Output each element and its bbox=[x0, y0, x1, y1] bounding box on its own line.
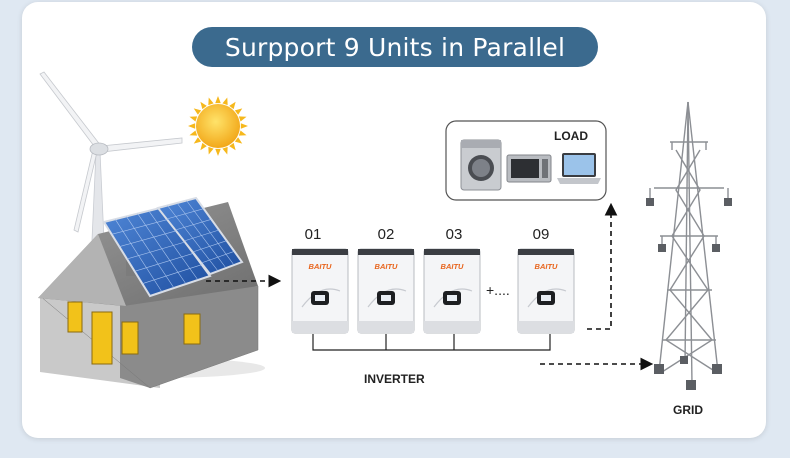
inverter-label: INVERTER bbox=[364, 372, 425, 386]
inverter-group: BAITU BAITU BAITU BAITU bbox=[291, 248, 575, 334]
inverter-brand: BAITU bbox=[535, 262, 558, 271]
house-icon bbox=[38, 202, 265, 389]
inverter-unit: BAITU bbox=[517, 248, 575, 334]
inverter-brand: BAITU bbox=[441, 262, 464, 271]
inverter-unit: BAITU bbox=[357, 248, 415, 334]
washing-machine-icon bbox=[460, 139, 502, 191]
grid-label: GRID bbox=[673, 403, 703, 417]
unit-number: 09 bbox=[532, 226, 550, 243]
solar-panel-icon bbox=[102, 196, 244, 298]
inverter-brand: BAITU bbox=[309, 262, 332, 271]
inverter-brand: BAITU bbox=[375, 262, 398, 271]
ellipsis-label: +.... bbox=[486, 282, 510, 298]
inverter-unit: BAITU bbox=[423, 248, 481, 334]
title-banner: Surpport 9 Units in Parallel bbox=[192, 27, 598, 67]
inverter-unit: BAITU bbox=[291, 248, 349, 334]
laptop-icon bbox=[557, 153, 601, 184]
load-label: LOAD bbox=[554, 129, 588, 143]
unit-number: 02 bbox=[377, 226, 395, 243]
unit-number: 03 bbox=[445, 226, 463, 243]
sun-icon bbox=[188, 96, 248, 156]
unit-number: 01 bbox=[304, 226, 322, 243]
microwave-icon bbox=[506, 154, 552, 183]
transmission-tower-icon bbox=[646, 101, 732, 390]
